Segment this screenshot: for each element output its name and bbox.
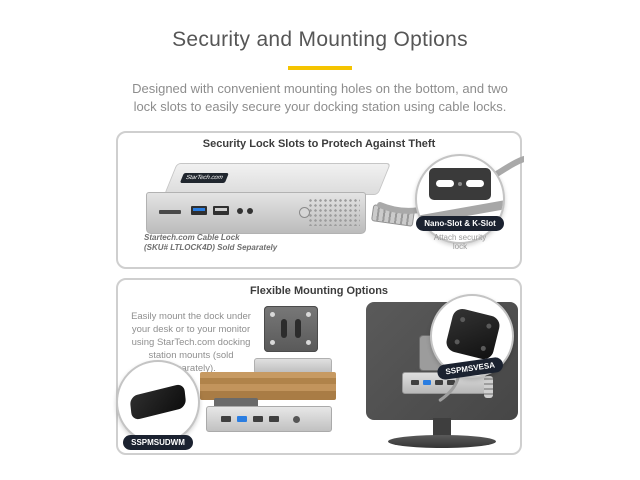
desk-surface-illustration <box>200 372 336 400</box>
caption-line-1: Startech.com Cable Lock <box>144 233 240 242</box>
page-title: Security and Mounting Options <box>172 28 468 51</box>
usb-port-icon <box>191 206 207 215</box>
sd-card-slot-icon <box>159 210 181 214</box>
docking-station-illustration: StarTech.com <box>146 159 416 245</box>
mount-hole-icon <box>459 316 466 323</box>
sspmsudwm-badge: SSPMSUDWM <box>123 435 193 450</box>
mounting-panel-heading: Flexible Mounting Options <box>249 285 389 297</box>
mounting-plate-illustration <box>264 306 318 352</box>
underdesk-mount-plate-icon <box>129 383 187 421</box>
port-icon <box>411 380 419 385</box>
port-icon <box>269 416 279 422</box>
caption-line-2: (SKU# LTLOCK4D) Sold Separately <box>144 243 278 252</box>
underdesk-bracket <box>214 398 258 408</box>
mount-hole-icon <box>270 340 275 345</box>
dock-front-face <box>146 192 366 234</box>
subtitle-line-2: lock slots to easily secure your docking… <box>133 99 507 114</box>
mount-hole-icon <box>306 340 311 345</box>
usb-port-icon <box>237 416 247 422</box>
k-slot-icon <box>466 180 484 187</box>
note-line-1: Attach security <box>433 233 487 242</box>
mount-hole-icon <box>454 338 461 345</box>
security-panel: Security Lock Slots to Protech Against T… <box>116 131 524 269</box>
power-button-icon <box>293 416 300 423</box>
mount-hole-icon <box>270 312 275 317</box>
mounting-description: Easily mount the dock under your desk or… <box>131 311 251 374</box>
mount-hole-icon <box>485 323 492 330</box>
screw-icon <box>458 182 462 186</box>
monitor-stand-base <box>388 435 496 448</box>
mount-hole-icon <box>480 345 487 352</box>
cable-lock-dials <box>484 376 493 398</box>
keyhole-slot-icon <box>281 319 287 338</box>
mount-hole-icon <box>306 312 311 317</box>
port-icon <box>253 416 263 422</box>
audio-jack-icon <box>237 208 243 214</box>
port-icon <box>435 380 443 385</box>
usb-port-icon <box>213 206 229 215</box>
note-line-2: lock <box>452 242 468 251</box>
mounting-panel: Flexible Mounting Options Easily mount t… <box>116 278 522 455</box>
nano-slot-icon <box>436 180 454 187</box>
underdesk-badge-wrap: SSPMSUDWM <box>112 432 204 450</box>
vesa-mount-plate-icon <box>444 306 502 362</box>
page-subtitle: Designed with convenient mounting holes … <box>110 80 530 116</box>
underdesk-mount-callout <box>116 360 200 444</box>
audio-jack-icon <box>247 208 253 214</box>
usb-port-icon <box>423 380 431 385</box>
title-underline-accent <box>288 66 352 70</box>
keyhole-slot-icon <box>295 319 301 338</box>
security-panel-heading: Security Lock Slots to Protech Against T… <box>202 138 436 150</box>
lock-slot-badge-wrap: Nano-Slot & K-Slot <box>415 213 505 231</box>
monitor-stand-neck <box>433 418 451 438</box>
port-icon <box>221 416 231 422</box>
lock-slots-panel <box>429 168 491 200</box>
port-icon <box>447 380 455 385</box>
attach-security-lock-note: Attach security lock <box>419 233 501 251</box>
vent-holes-pattern <box>308 198 360 226</box>
dock-under-desk-illustration <box>206 406 332 432</box>
subtitle-line-1: Designed with convenient mounting holes … <box>132 81 508 96</box>
cable-lock-caption: Startech.com Cable Lock (SKU# LTLOCK4D) … <box>144 233 277 253</box>
nano-kslot-badge: Nano-Slot & K-Slot <box>416 216 504 231</box>
